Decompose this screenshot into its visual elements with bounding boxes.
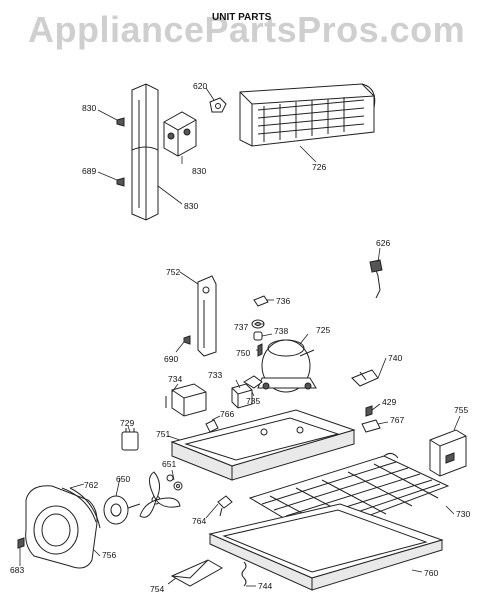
part-767-clip — [361, 419, 381, 433]
callout-740: 740 — [388, 353, 402, 363]
part-755-bracket — [429, 429, 467, 477]
callout-754: 754 — [150, 584, 164, 594]
callout-751: 751 — [156, 429, 170, 439]
part-762-fan-shroud — [25, 485, 101, 569]
part-744-spring — [241, 561, 247, 587]
part-760-drain-pan — [208, 503, 444, 591]
callout-738: 738 — [274, 326, 288, 336]
callout-734: 734 — [168, 374, 182, 384]
callout-744: 744 — [258, 581, 272, 591]
callout-725: 725 — [316, 325, 330, 335]
callout-683: 683 — [10, 565, 24, 575]
part-689-screw — [116, 177, 125, 187]
part-725-compressor — [257, 339, 317, 393]
part-651-fan-hardware — [166, 474, 183, 491]
callout-729: 729 — [120, 418, 134, 428]
part-735-cover — [243, 375, 263, 389]
part-830-vertical-bracket — [131, 83, 159, 221]
part-690-screw — [183, 335, 191, 345]
watermark: AppliancePartsPros.com — [28, 9, 465, 50]
callout-429: 429 — [382, 397, 396, 407]
part-752-bracket — [197, 275, 217, 357]
part-626-tube — [369, 259, 383, 299]
part-751-base-pan — [170, 409, 356, 481]
part-620-fitting — [209, 97, 227, 113]
callout-620: 620 — [193, 81, 207, 91]
callout-735: 735 — [246, 396, 260, 406]
fan-blade — [139, 471, 181, 518]
callout-756: 756 — [102, 550, 116, 560]
part-830-screw — [116, 117, 125, 127]
diagram-title: UNIT PARTS — [212, 12, 272, 23]
callout-736: 736 — [276, 296, 290, 306]
callout-726: 726 — [312, 162, 326, 172]
callout-689: 689 — [82, 166, 96, 176]
part-750-pin — [257, 343, 263, 357]
callout-650: 650 — [116, 474, 130, 484]
part-830-bracket-block — [163, 111, 197, 157]
callout-764: 764 — [192, 516, 206, 526]
callout-752: 752 — [166, 267, 180, 277]
part-736-clip — [253, 295, 269, 307]
part-766-clip — [205, 419, 219, 433]
part-683-screw — [17, 537, 25, 549]
callout-830: 830 — [184, 201, 198, 211]
part-650-fan-motor — [103, 495, 141, 525]
callout-755: 755 — [454, 405, 468, 415]
leader-lines — [19, 87, 461, 587]
part-740-clip — [351, 369, 379, 387]
callout-690: 690 — [164, 354, 178, 364]
callout-651: 651 — [162, 459, 176, 469]
part-764-clip — [217, 495, 233, 517]
part-734-overload — [165, 383, 207, 417]
part-754-bracket — [170, 559, 224, 587]
callout-626: 626 — [376, 238, 390, 248]
part-429-screw — [365, 405, 373, 417]
part-726-condenser — [239, 83, 376, 147]
callout-730: 730 — [456, 509, 470, 519]
callout-767: 767 — [390, 415, 404, 425]
callout-762: 762 — [84, 480, 98, 490]
part-738-sleeve — [253, 331, 263, 341]
callout-760: 760 — [424, 568, 438, 578]
callout-labels: 620 830 830 689 830 726 626 752 736 737 … — [10, 81, 470, 594]
callout-830: 830 — [82, 103, 96, 113]
part-733-relay — [231, 383, 253, 409]
callout-737: 737 — [234, 322, 248, 332]
callout-766: 766 — [220, 409, 234, 419]
callout-830: 830 — [192, 166, 206, 176]
callout-750: 750 — [236, 348, 250, 358]
callout-733: 733 — [208, 370, 222, 380]
